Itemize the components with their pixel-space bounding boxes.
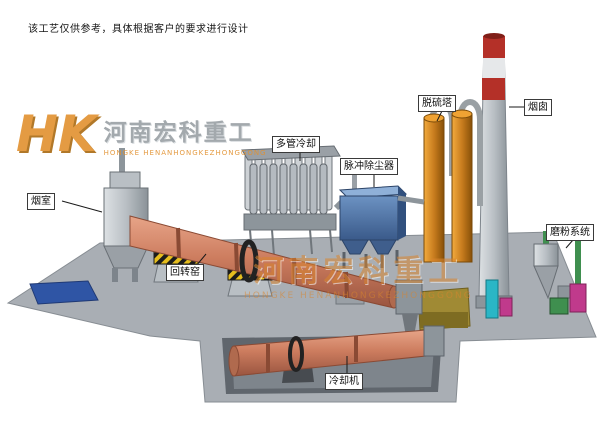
label-rotary-kiln: 回转窑 (166, 264, 204, 281)
disclaimer-note: 该工艺仅供参考，具体根据客户的要求进行设计 (28, 24, 249, 35)
label-smoke-chamber: 烟室 (27, 193, 55, 210)
label-chimney: 烟囱 (524, 99, 552, 116)
water-pool (29, 280, 99, 305)
cooling-machine (228, 325, 445, 383)
rotary-kiln (129, 215, 423, 336)
auxiliary-equipment (417, 279, 513, 331)
kiln-hood (395, 279, 423, 336)
smoke-chamber (103, 148, 149, 282)
chimney (475, 33, 513, 309)
chimney-red-band-top (483, 36, 505, 58)
label-multi-tube-cooler: 多管冷却 (272, 136, 320, 153)
kiln-girth-gear (239, 239, 259, 283)
cooler-support-ring (288, 336, 304, 372)
desulfurization-towers (423, 99, 483, 263)
label-cooling-machine: 冷却机 (325, 373, 363, 390)
chimney-white-band (483, 58, 505, 78)
label-grinding-system: 磨粉系统 (546, 224, 594, 241)
label-pulse-dust-collector: 脉冲除尘器 (340, 158, 398, 175)
multi-tube-cooler (241, 145, 351, 257)
chimney-red-band-lower (482, 78, 505, 100)
label-desulfurization-tower: 脱硫塔 (418, 95, 456, 112)
pulse-dust-collector (338, 174, 425, 268)
